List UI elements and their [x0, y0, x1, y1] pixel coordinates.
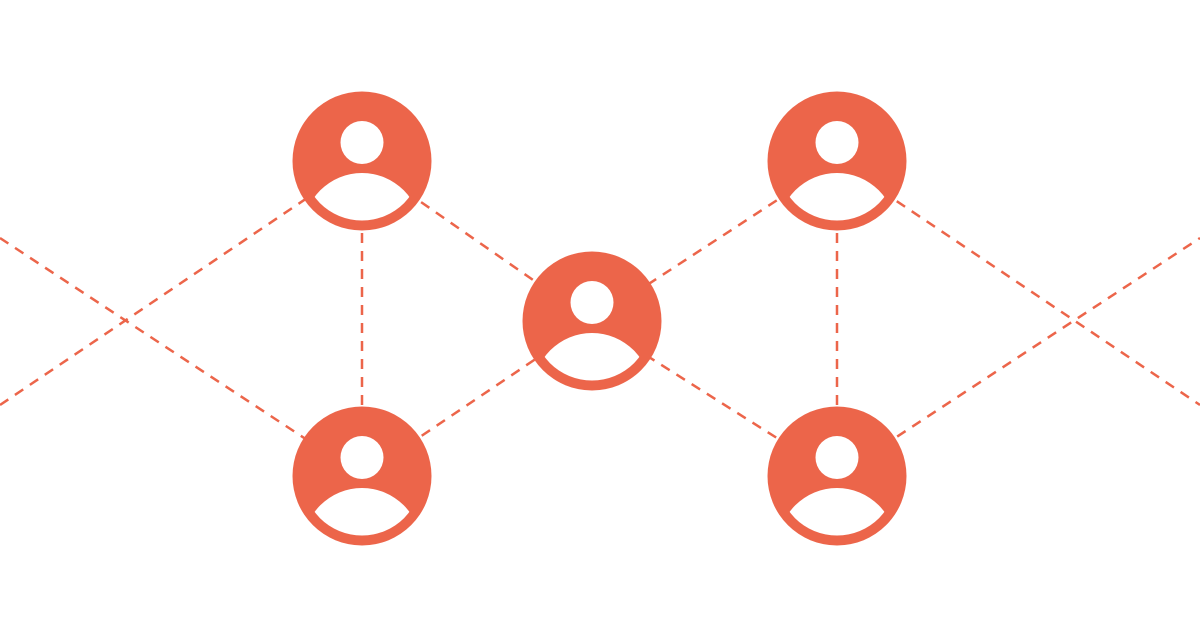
- user-body: [303, 488, 421, 536]
- user-head: [570, 281, 614, 324]
- edge-left-edge-upper-bottom-left: [0, 236, 363, 478]
- user-body: [303, 173, 421, 221]
- edge-left-edge-lower-top-left: [0, 159, 363, 407]
- user-icon: [522, 251, 662, 391]
- user-head: [340, 121, 384, 164]
- user-head: [340, 436, 384, 479]
- user-icon: [767, 406, 907, 546]
- nodes: [292, 91, 907, 546]
- user-head: [815, 436, 859, 479]
- user-body: [778, 488, 896, 536]
- user-body: [533, 333, 651, 381]
- edge-bottom-right-right-edge-upper: [836, 236, 1200, 478]
- user-body: [778, 173, 896, 221]
- user-icon: [292, 406, 432, 546]
- user-icon: [767, 91, 907, 231]
- edge-top-right-right-edge-lower: [836, 159, 1200, 407]
- user-icon: [292, 91, 432, 231]
- user-head: [815, 121, 859, 164]
